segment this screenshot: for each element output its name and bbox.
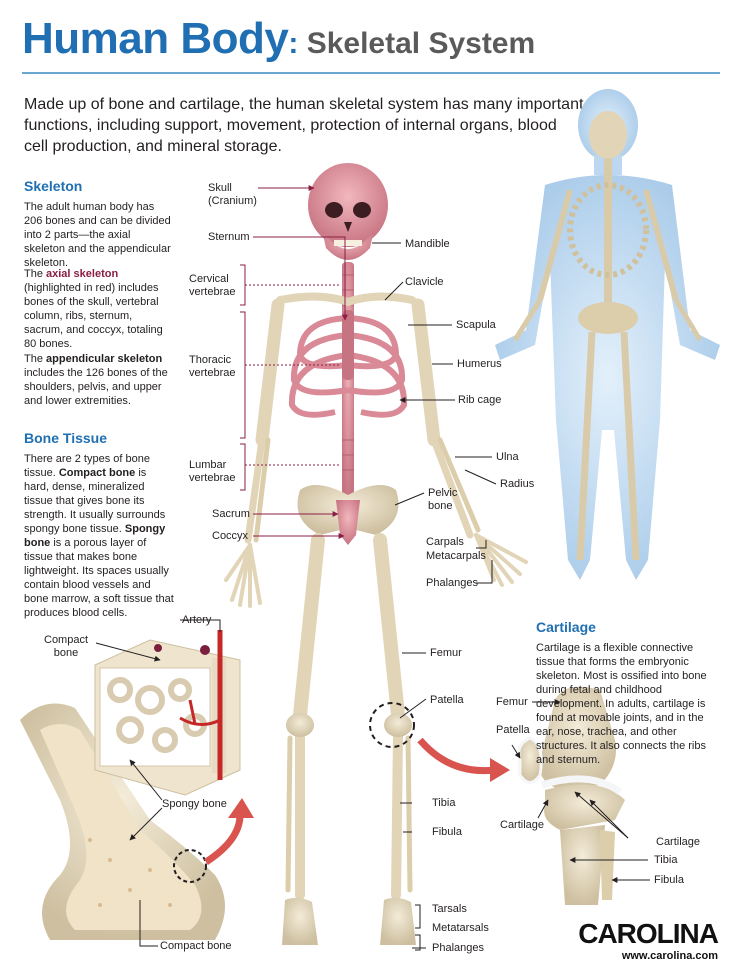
- title-colon: :: [288, 27, 299, 60]
- p2-pre: The: [24, 268, 47, 280]
- carolina-logo[interactable]: CAROLINA www.carolina.com: [578, 918, 719, 962]
- compact-bone-term: Compact bone: [58, 467, 136, 479]
- label-sacrum: Sacrum: [212, 508, 250, 520]
- appendicular-skeleton-term: appendicular skeleton: [46, 353, 163, 365]
- label-metacarpals: Metacarpals: [426, 550, 486, 562]
- skeleton-paragraph-3: The appendicular skeleton includes the 1…: [24, 352, 174, 408]
- skeleton-paragraph-1: The adult human body has 206 bones and c…: [24, 201, 171, 269]
- label-patella: Patella: [430, 694, 464, 706]
- bone-tissue-paragraph: There are 2 types of bone tissue. Compac…: [24, 452, 174, 620]
- label-ulna: Ulna: [496, 451, 519, 463]
- label-coccyx: Coccyx: [212, 530, 249, 542]
- label-humerus: Humerus: [457, 358, 502, 370]
- title-divider: [22, 72, 720, 74]
- p3-pre: The: [24, 353, 47, 365]
- label-mandible: Mandible: [405, 238, 450, 250]
- label-fibula: Fibula: [432, 826, 462, 838]
- label-rib-cage: Rib cage: [458, 394, 502, 406]
- bt-pre: There are 2 types of bone tissue.: [24, 453, 150, 479]
- label-knee-tibia: Tibia: [654, 854, 678, 866]
- title-sub: Skeletal System: [298, 27, 536, 60]
- label-knee-patella: Patella: [496, 724, 530, 736]
- label-skull: Skull(Cranium): [208, 182, 257, 207]
- bone-tissue-illustration: [20, 630, 254, 940]
- logo-url[interactable]: www.carolina.com: [621, 950, 718, 962]
- bt-mid: is hard, dense, mineralized tissue that …: [24, 467, 166, 535]
- label-radius: Radius: [500, 478, 535, 490]
- page-title: Human Body: Skeletal System: [22, 14, 535, 64]
- cartilage-heading: Cartilage: [536, 619, 596, 635]
- label-metatarsals: Metatarsals: [432, 922, 489, 934]
- label-knee-cartilage-left: Cartilage: [500, 819, 545, 831]
- intro-text: Made up of bone and cartilage, the human…: [24, 96, 584, 155]
- label-carpals: Carpals: [426, 536, 464, 548]
- label-clavicle: Clavicle: [405, 276, 444, 288]
- cartilage-paragraph: Cartilage is a flexible connective tissu…: [536, 642, 707, 766]
- label-spongy-bone: Spongy bone: [162, 798, 227, 810]
- label-femur: Femur: [430, 647, 462, 659]
- axial-skeleton-term: axial skeleton: [46, 268, 119, 280]
- knee-illustration: [517, 686, 625, 905]
- leader-lines: [95, 185, 650, 951]
- label-compact-bone-bottom: Compact bone: [160, 940, 232, 952]
- skeleton-heading: Skeleton: [24, 178, 83, 194]
- body-silhouette: [495, 89, 720, 580]
- label-knee-cartilage-right: Cartilage: [656, 836, 701, 848]
- label-phalanges-hand: Phalanges: [426, 577, 478, 589]
- bone-tissue-heading: Bone Tissue: [24, 430, 107, 446]
- title-main: Human Body: [22, 14, 289, 63]
- label-scapula: Scapula: [456, 319, 496, 331]
- label-artery: Artery: [182, 614, 212, 626]
- logo-name: CAROLINA: [578, 918, 719, 949]
- label-sternum: Sternum: [208, 231, 250, 243]
- bt-post: is a porous layer of tissue that makes b…: [24, 537, 174, 619]
- p2-post: (highlighted in red) includes bones of t…: [24, 282, 163, 350]
- skeleton-paragraph-2: The axial skeleton (highlighted in red) …: [24, 267, 174, 351]
- spongy-bone-term: Spongy bone: [24, 523, 166, 549]
- label-knee-fibula: Fibula: [654, 874, 684, 886]
- label-tarsals: Tarsals: [432, 903, 467, 915]
- label-tibia: Tibia: [432, 797, 456, 809]
- label-phalanges-foot: Phalanges: [432, 942, 484, 954]
- p3-post: includes the 126 bones of the shoulders,…: [24, 367, 168, 407]
- label-knee-femur: Femur: [496, 696, 528, 708]
